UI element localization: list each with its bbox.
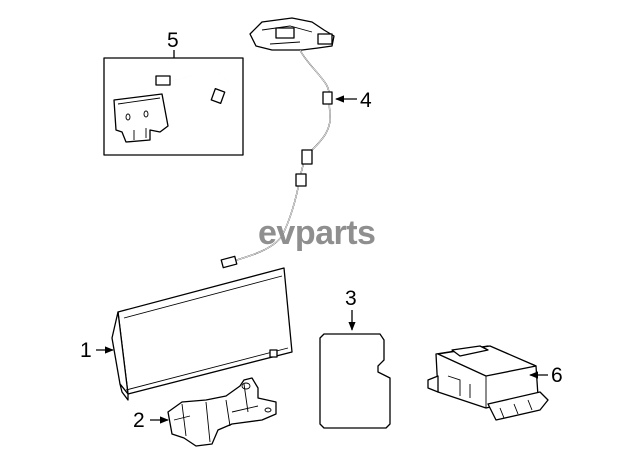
part-3-card bbox=[319, 333, 391, 429]
callout-1: 1 bbox=[80, 339, 92, 362]
watermark: evparts bbox=[258, 214, 375, 252]
callout-6: 6 bbox=[551, 364, 563, 387]
part-2-bracket bbox=[167, 377, 277, 447]
callout-4: 4 bbox=[360, 89, 372, 112]
callout-3: 3 bbox=[345, 287, 357, 310]
part-5-inset bbox=[103, 57, 244, 156]
part-6-module bbox=[427, 345, 549, 421]
part-1-display bbox=[111, 267, 293, 401]
callout-5: 5 bbox=[167, 29, 179, 52]
part-4-cable bbox=[220, 17, 335, 269]
callout-2: 2 bbox=[133, 409, 145, 432]
